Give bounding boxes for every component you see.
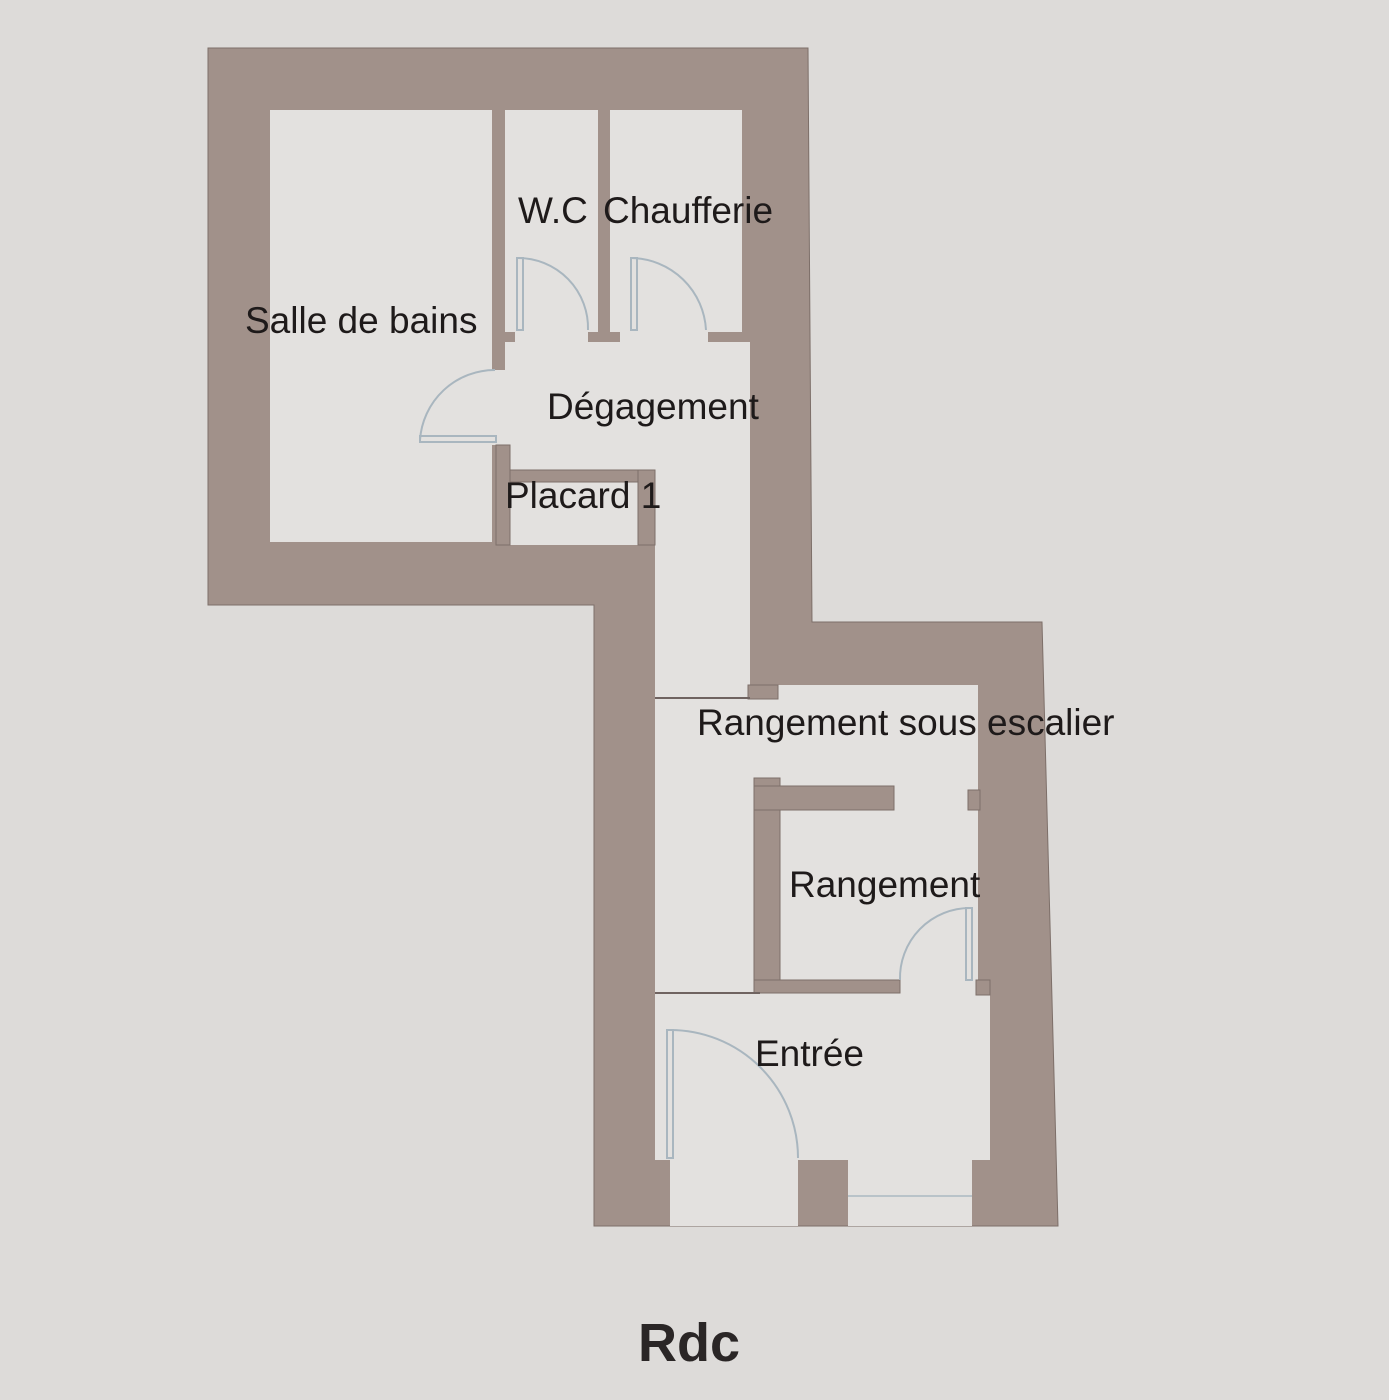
- door-leaf-icon: [965, 907, 973, 981]
- label-rangement-sous-escalier: Rangement sous escalier: [697, 702, 1115, 743]
- interior-walls: [495, 444, 991, 996]
- floor-title: Rdc: [638, 1313, 741, 1373]
- door-arc-icon: [631, 257, 707, 331]
- room-bathroom-door-gap: [490, 370, 507, 445]
- door-arc-icon: [898, 907, 971, 981]
- door-leaf-icon: [516, 257, 524, 331]
- entry-threshold: [848, 1158, 972, 1226]
- room-corridor: [655, 470, 750, 700]
- room-placard: [510, 482, 638, 545]
- door-swings: [419, 257, 973, 1159]
- room-degagement: [505, 342, 750, 470]
- wc-door-gap: [515, 328, 588, 344]
- label-degagement: Dégagement: [547, 386, 759, 427]
- thin-partitions: [655, 697, 972, 1197]
- label-chaufferie: Chaufferie: [603, 190, 774, 231]
- room-rangement-sous-escalier: [655, 685, 978, 995]
- door-arc-icon: [669, 1029, 799, 1159]
- label-rangement: Rangement: [789, 864, 981, 905]
- label-entree: Entrée: [755, 1033, 865, 1074]
- door-arc-icon: [419, 368, 496, 441]
- door-arc-icon: [517, 257, 590, 331]
- rooms: [270, 110, 990, 1226]
- label-salle-de-bains: Salle de bains: [245, 300, 478, 341]
- label-placard: Placard 1: [505, 475, 662, 516]
- room-entree: [655, 993, 990, 1160]
- room-wc: [505, 110, 598, 332]
- chaufferie-door-gap: [620, 328, 708, 344]
- label-wc: W.C: [518, 190, 588, 231]
- door-leaf-icon: [630, 257, 638, 331]
- door-leaf-icon: [419, 435, 497, 443]
- room-salle-de-bains: [270, 110, 492, 542]
- entry-door-opening: [670, 1158, 798, 1226]
- door-leaf-icon: [666, 1029, 674, 1159]
